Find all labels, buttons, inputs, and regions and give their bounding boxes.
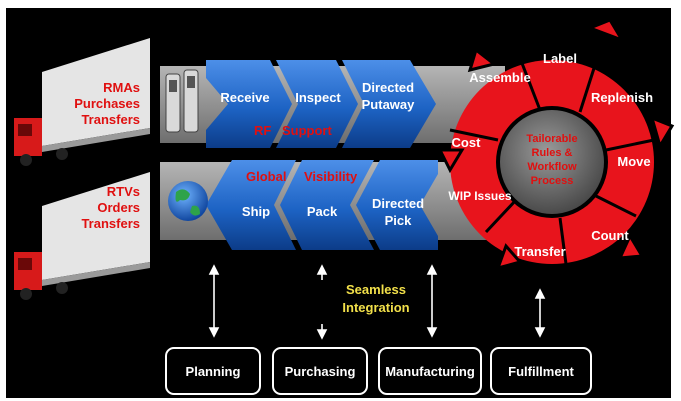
putaway-arrow [342,60,436,148]
outbound-source-transfers: Transfers [81,216,140,231]
cycle-step-transfer: Transfer [514,244,565,259]
cycle-step-wip-issues: WIP Issues [448,189,511,203]
cycle-step-label: Label [543,51,577,66]
cycle-step-assemble: Assemble [469,70,530,85]
step-directed-putaway-line1: Directed [362,80,414,95]
rf-scanner-icon [165,69,199,133]
cycle-center-line2: Rules & [532,147,573,159]
cycle-step-count: Count [591,228,629,243]
cycle-center-line1: Tailorable [526,133,577,145]
cycle-center-line3: Workflow [527,161,577,173]
system-planning: Planning [165,347,261,395]
inbound-source-transfers: Transfers [81,112,140,127]
step-pack: Pack [307,204,338,219]
outbound-source-orders: Orders [97,200,140,215]
step-ship: Ship [242,204,270,219]
step-directed-pick-line2: Pick [385,213,413,228]
cycle-step-cost: Cost [452,135,482,150]
outbound-truck-icon [14,172,150,300]
step-receive: Receive [220,90,269,105]
globe-icon [168,181,208,221]
pack-arrow [280,160,374,250]
cycle-ring [437,18,675,271]
inspect-arrow [276,60,358,148]
outbound-source-rtvs: RTVs [107,184,140,199]
step-directed-putaway-line2: Putaway [362,97,416,112]
receive-arrow [206,60,292,148]
support-label: Support [282,123,332,138]
visibility-label: Visibility [304,169,358,184]
integration-line2: Integration [342,300,409,315]
step-inspect: Inspect [295,90,341,105]
cycle-step-replenish: Replenish [591,90,653,105]
system-purchasing: Purchasing [272,347,368,395]
global-label: Global [246,169,286,184]
system-manufacturing: Manufacturing [378,347,482,395]
integration-line1: Seamless [346,282,406,297]
cycle-step-move: Move [617,154,650,169]
rf-label: RF [254,123,271,138]
inbound-source-rmas: RMAs [103,80,140,95]
inbound-truck-icon [14,38,150,166]
pick-arrow [356,160,438,250]
ship-arrow [206,160,296,250]
system-fulfillment: Fulfillment [490,347,592,395]
step-directed-pick-line1: Directed [372,196,424,211]
inbound-source-purchases: Purchases [74,96,140,111]
cycle-center-line4: Process [531,175,574,187]
